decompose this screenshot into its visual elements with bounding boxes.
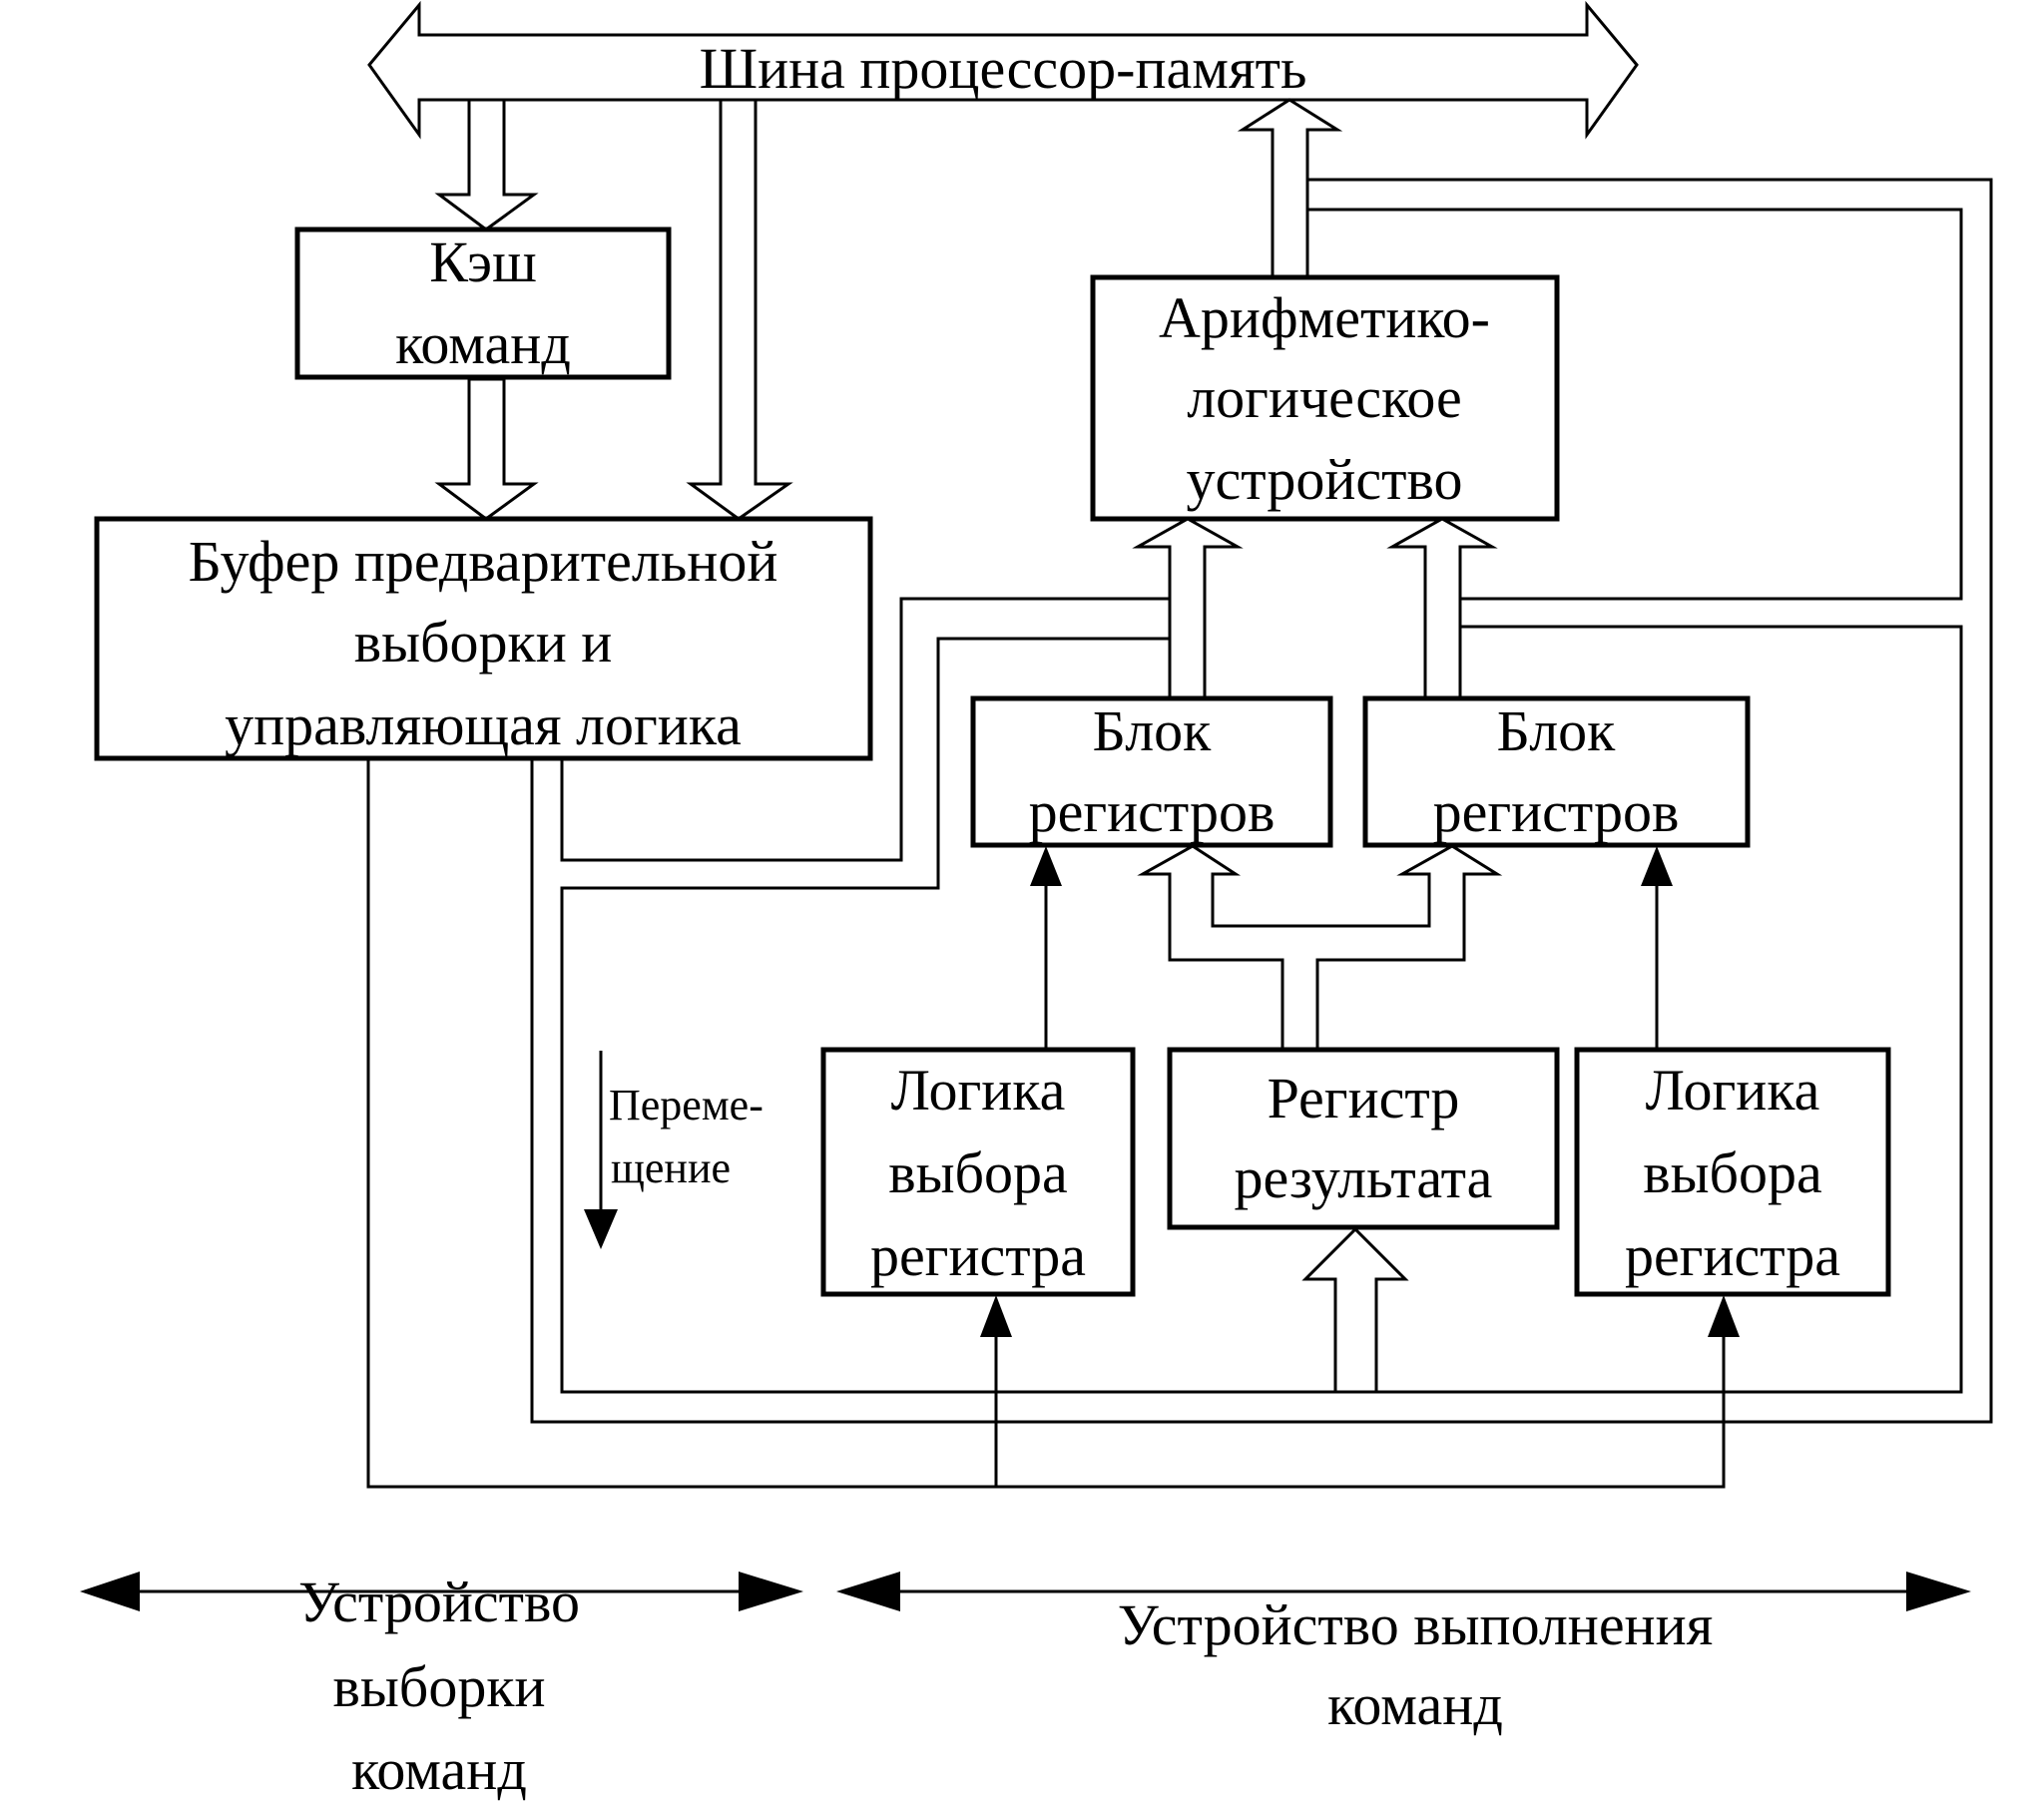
alu-label-1: Арифметико- [1159, 285, 1490, 350]
cache-label-2: команд [395, 311, 571, 376]
regsel-right-box [1574, 1047, 1891, 1297]
buffer-label-2: выборки и [354, 610, 613, 675]
regblock-right-box [1362, 695, 1751, 848]
bus-to-regsel-right-head [1708, 1295, 1740, 1337]
alu-to-bus-arrow [1237, 98, 1343, 279]
alu-label-2: логическое [1187, 365, 1462, 430]
regblock-left-label-2: регистров [1029, 779, 1276, 844]
buffer-label-1: Буфер предварительной [189, 529, 778, 594]
bus-to-buffer-arrow [686, 98, 793, 521]
cache-label-1: Кэш [429, 229, 536, 294]
regblock-left-label-1: Блок [1093, 698, 1212, 763]
exec-unit-label-1: Устройство выполнения [1118, 1592, 1714, 1657]
regsel-left-label-2: выбора [888, 1140, 1068, 1205]
shift-label-2: щение [611, 1143, 731, 1192]
result-register-box [1167, 1047, 1560, 1230]
regblock-left-to-alu-arrow [1132, 517, 1244, 700]
regsel-left-label-3: регистра [870, 1223, 1086, 1288]
outer-frame-line [530, 178, 1993, 1424]
cache-to-buffer-arrow [434, 377, 539, 521]
prefetch-buffer-box [94, 516, 873, 761]
shift-arrow-head [584, 1209, 618, 1249]
bus-to-cache-arrow [434, 98, 539, 231]
regblock-left-box [970, 695, 1333, 848]
fetch-unit-span-right-head [739, 1572, 803, 1611]
buffer-control-loop-outer [560, 639, 1335, 1394]
alu-box [1090, 274, 1560, 522]
regsel-right-label-2: выбора [1643, 1140, 1822, 1205]
exec-unit-label-2: команд [1327, 1672, 1503, 1737]
buffer-control-loop-inner [936, 599, 1172, 698]
bus-to-regsel-left-head [980, 1295, 1012, 1337]
regblock-right-label-1: Блок [1497, 698, 1616, 763]
result-to-regblocks-arrow [1137, 844, 1503, 1052]
buffer-label-3: управляющая логика [225, 692, 742, 757]
buffer-to-regsel-bus [366, 758, 1726, 1489]
alu-right-feedback-line [1307, 208, 1963, 601]
bus-label: Шина процессор-память [700, 36, 1307, 101]
regblock-right-to-alu-arrow [1386, 517, 1498, 700]
exec-unit-span-left-head [836, 1572, 900, 1611]
alu-right-input-line [1376, 625, 1963, 1394]
result-register-label-1: Регистр [1268, 1066, 1460, 1130]
fetch-unit-label-2: выборки [332, 1654, 545, 1719]
control-to-result-arrow [1301, 1226, 1409, 1394]
regsel-right-label-1: Логика [1646, 1058, 1820, 1123]
alu-label-3: устройство [1187, 447, 1463, 512]
bus-arrow [367, 0, 1639, 140]
regsel-left-box [820, 1047, 1136, 1297]
result-register-label-2: результата [1235, 1145, 1493, 1210]
regsel-left-to-regblock-head [1030, 846, 1062, 886]
regsel-right-label-3: регистра [1625, 1223, 1840, 1288]
cache-box [294, 226, 672, 380]
regsel-right-to-regblock-head [1641, 846, 1673, 886]
regsel-left-label-1: Логика [891, 1058, 1066, 1123]
fetch-unit-label-1: Устройство [298, 1570, 580, 1634]
regblock-right-label-2: регистров [1433, 779, 1680, 844]
shift-label-1: Переме- [609, 1081, 764, 1129]
exec-unit-span-right-head [1906, 1572, 1971, 1611]
fetch-unit-label-3: команд [351, 1737, 527, 1802]
fetch-unit-span-left-head [80, 1572, 140, 1611]
